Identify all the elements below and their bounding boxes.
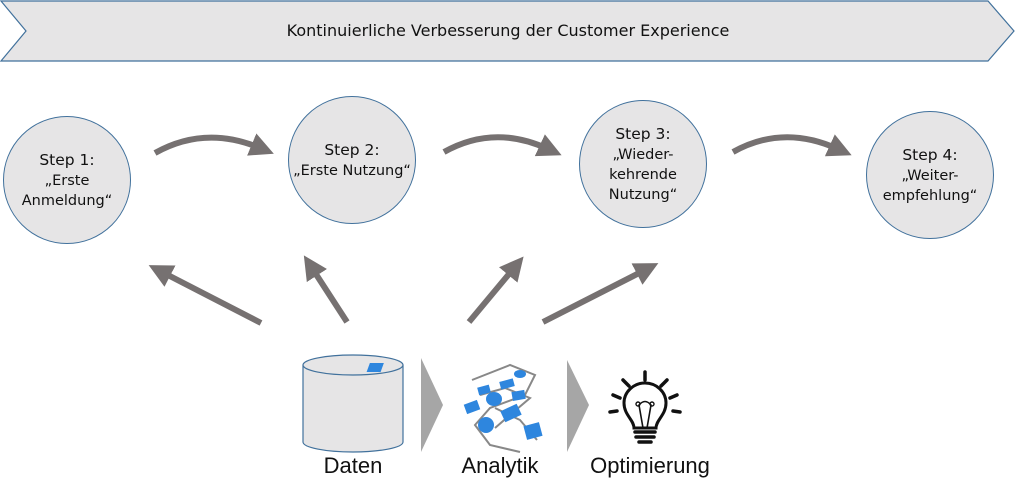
feedback-arrow-to-step1 bbox=[148, 265, 263, 326]
step-3-title: Step 3: bbox=[615, 125, 671, 143]
database-icon bbox=[302, 354, 404, 453]
feedback-arrow-to-step3 bbox=[466, 256, 524, 324]
lightbulb-icon bbox=[608, 370, 682, 444]
step-1-title: Step 1: bbox=[39, 151, 95, 169]
curved-arrow-step2-to-step3 bbox=[442, 134, 562, 157]
feedback-arrow-to-step2 bbox=[303, 255, 350, 324]
step-3-circle: Step 3: „Wieder- kehrende Nutzung“ bbox=[579, 100, 707, 228]
banner-title: Kontinuierliche Verbesserung der Custome… bbox=[286, 21, 730, 40]
step-1-subtitle: „Erste Anmeldung“ bbox=[21, 173, 113, 209]
chevron-right-icon bbox=[567, 360, 589, 452]
step-4-title: Step 4: bbox=[902, 146, 958, 164]
step-3-subtitle: „Wieder- kehrende Nutzung“ bbox=[608, 147, 678, 203]
chevron-right-icon bbox=[421, 358, 443, 452]
feedback-arrow-to-step4 bbox=[541, 263, 659, 325]
pipeline-label-analytik: Analytik bbox=[461, 453, 539, 478]
pipeline-label-optimierung: Optimierung bbox=[590, 453, 710, 478]
curved-arrow-step3-to-step4 bbox=[731, 134, 852, 157]
flowchart-icon bbox=[366, 363, 543, 453]
curved-arrow-step1-to-step2 bbox=[153, 133, 274, 156]
step-2-subtitle: „Erste Nutzung“ bbox=[293, 163, 411, 179]
step-2-circle: Step 2: „Erste Nutzung“ bbox=[288, 96, 416, 224]
banner-chevron-shape bbox=[0, 0, 1015, 62]
pipeline-label-daten: Daten bbox=[323, 453, 383, 478]
step-2-title: Step 2: bbox=[324, 141, 380, 159]
step-4-circle: Step 4: „Weiter- empfehlung“ bbox=[866, 111, 994, 239]
step-1-circle: Step 1: „Erste Anmeldung“ bbox=[3, 116, 131, 244]
step-4-subtitle: „Weiter- empfehlung“ bbox=[882, 168, 978, 204]
